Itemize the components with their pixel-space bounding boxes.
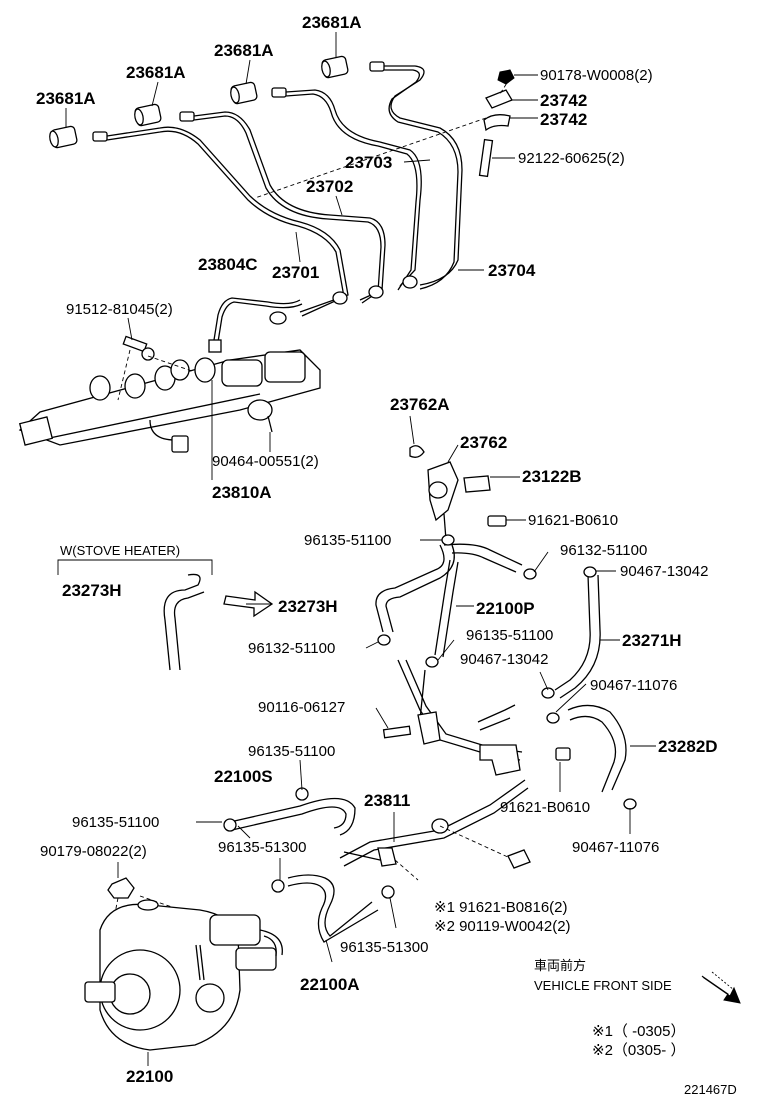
part-label: 22100 bbox=[126, 1067, 173, 1086]
part-label: 90464-00551(2) bbox=[212, 453, 319, 470]
part-label: 96135-51100 bbox=[72, 814, 159, 831]
vehicle-front-arrow bbox=[701, 975, 741, 1004]
part-label: 90467-11076 bbox=[572, 839, 659, 856]
part-label: 23742 bbox=[540, 110, 587, 129]
part-label: 96132-51100 bbox=[560, 542, 647, 559]
part-label: 96135-51300 bbox=[340, 939, 428, 956]
part-label: 23271H bbox=[622, 631, 682, 650]
part-label: 23804C bbox=[198, 255, 258, 274]
part-label: 23273H bbox=[62, 581, 122, 600]
part-label: ※2 90119-W0042(2) bbox=[434, 918, 571, 935]
bracket-assembly bbox=[409, 445, 507, 541]
part-label: 23122B bbox=[522, 467, 582, 486]
common-rail bbox=[18, 335, 321, 453]
part-label: 23762 bbox=[460, 433, 507, 452]
part-label: 22100P bbox=[476, 599, 535, 618]
footnote-2: ※2（0305- ） bbox=[592, 1042, 685, 1059]
part-label: 96135-51100 bbox=[248, 743, 335, 760]
footnote-1: ※1（ -0305） bbox=[592, 1023, 685, 1040]
part-label: 23762A bbox=[390, 395, 450, 414]
part-label: 23811 bbox=[364, 791, 410, 810]
part-label: 23681A bbox=[302, 13, 362, 32]
part-label: 23681A bbox=[214, 41, 274, 60]
part-label: 23681A bbox=[36, 89, 96, 108]
part-label: 90178-W0008(2) bbox=[540, 67, 653, 84]
part-label: 23273H bbox=[278, 597, 338, 616]
part-label: 22100A bbox=[300, 975, 360, 994]
nozzle-holder bbox=[49, 125, 78, 149]
part-label: 23701 bbox=[272, 263, 319, 282]
part-label: 23810A bbox=[212, 483, 272, 502]
pump-area bbox=[84, 779, 531, 1051]
part-label: 90467-13042 bbox=[460, 651, 548, 668]
nozzle-holder bbox=[321, 55, 349, 79]
part-label: 23282D bbox=[658, 737, 718, 756]
figure-id: 221467D bbox=[684, 1082, 737, 1097]
part-label: 90467-13042 bbox=[620, 563, 708, 580]
part-label: 90179-08022(2) bbox=[40, 843, 147, 860]
nozzle-holder bbox=[134, 103, 162, 127]
direction-label-jp: 車両前方 bbox=[534, 958, 586, 973]
hoses-middle bbox=[57, 534, 637, 810]
part-labels: 23681A 23681A 23681A 23681A 90178-W0008(… bbox=[36, 13, 737, 1097]
part-label: 91512-81045(2) bbox=[66, 301, 173, 318]
part-label: 23702 bbox=[306, 177, 353, 196]
part-label: 91621-B0610 bbox=[500, 799, 590, 816]
part-label: 96135-51100 bbox=[304, 532, 391, 549]
part-label: 91621-B0610 bbox=[528, 512, 618, 529]
part-label: ※1 91621-B0816(2) bbox=[434, 899, 568, 916]
part-label: 90116-06127 bbox=[258, 699, 345, 716]
nozzle-holder bbox=[230, 81, 258, 105]
part-label: 23703 bbox=[345, 153, 392, 172]
part-label: W(STOVE HEATER) bbox=[60, 543, 180, 558]
part-label: 96135-51300 bbox=[218, 839, 306, 856]
part-label: 23742 bbox=[540, 91, 587, 110]
part-label: 92122-60625(2) bbox=[518, 150, 625, 167]
part-label: 23681A bbox=[126, 63, 186, 82]
direction-label-en: VEHICLE FRONT SIDE bbox=[534, 978, 672, 993]
part-label: 96135-51100 bbox=[466, 627, 553, 644]
part-label: 23704 bbox=[488, 261, 536, 280]
part-label: 96132-51100 bbox=[248, 640, 335, 657]
injection-pipes-group bbox=[49, 55, 515, 353]
leader-lines bbox=[65, 32, 656, 1066]
part-label: 90467-11076 bbox=[590, 677, 677, 694]
part-label: 22100S bbox=[214, 767, 273, 786]
